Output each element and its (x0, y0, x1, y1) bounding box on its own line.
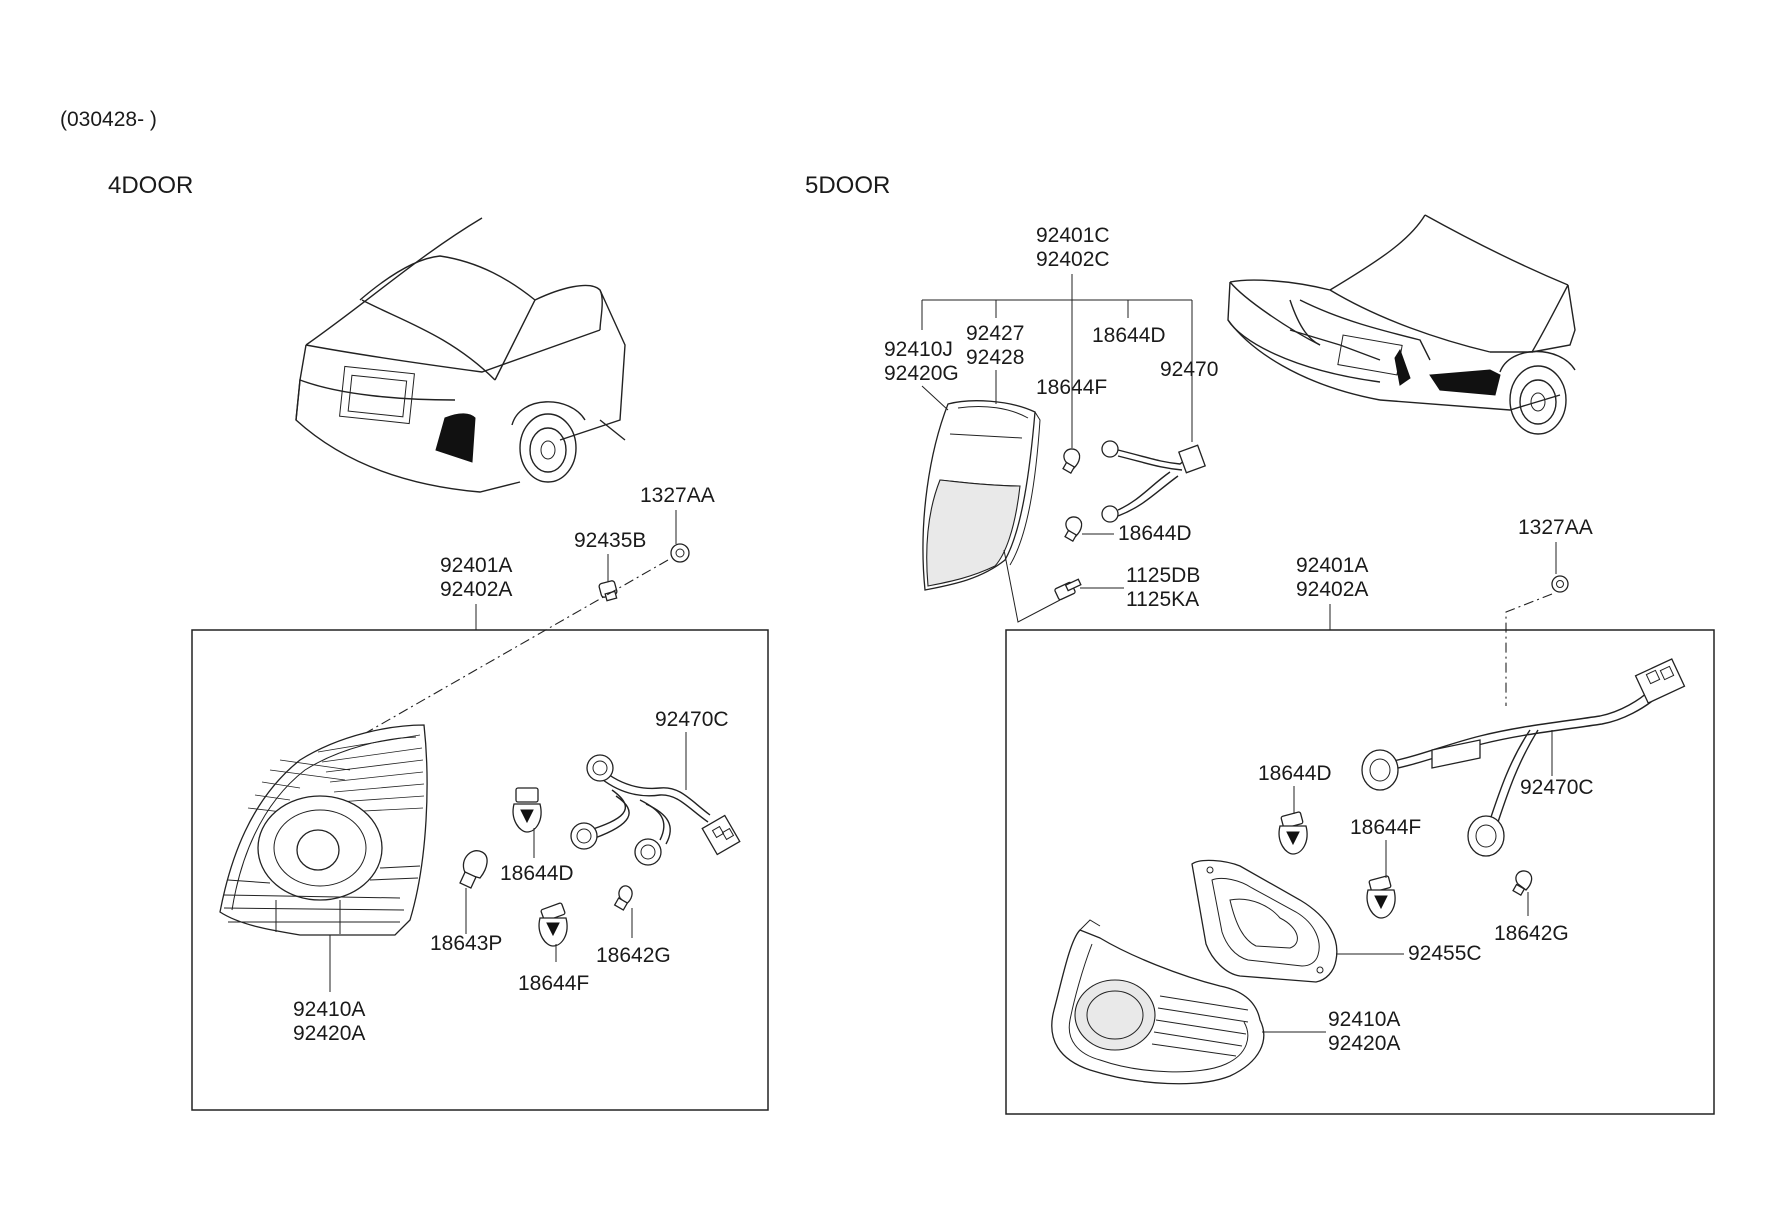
wiring-harness-92470-icon (1101, 440, 1206, 523)
label-18643p: 18643P (430, 932, 502, 955)
bulb-18644d-mid-icon (1064, 516, 1083, 542)
label-92435b: 92435B (574, 529, 646, 552)
assembly-box-5door (1005, 629, 1715, 1115)
label-1327aa-4door: 1327AA (640, 484, 715, 507)
label-92455c: 92455C (1408, 942, 1482, 965)
label-92420g: 92420G (884, 362, 959, 385)
label-92401c: 92401C (1036, 224, 1110, 247)
bulb-18642g-icon (613, 885, 633, 911)
section-title-4door: 4DOOR (108, 172, 193, 199)
label-1125db: 1125DB (1126, 564, 1200, 587)
label-92410j: 92410J (884, 338, 953, 361)
tail-lamp-5door-upper-icon (922, 400, 1041, 591)
bulb-18643p-icon (459, 850, 488, 889)
label-18644f-5door: 18644F (1350, 816, 1421, 839)
label-18642g-5door: 18642G (1494, 922, 1569, 945)
bulb-18644d-icon (512, 787, 542, 833)
wiring-harness-92470c-5door-icon (1361, 658, 1686, 857)
label-18644d-5door: 18644D (1258, 762, 1332, 785)
label-92402c: 92402C (1036, 248, 1110, 271)
section-title-5door: 5DOOR (805, 172, 890, 199)
nut-1327aa-5door-icon (1551, 575, 1569, 593)
label-18642g-4door: 18642G (596, 944, 671, 967)
mounting-line (349, 559, 669, 743)
label-18644d-4door: 18644D (500, 862, 574, 885)
label-92470: 92470 (1160, 358, 1218, 381)
bulb-18644d-5door-icon (1278, 811, 1308, 855)
bulb-18644f-top-icon (1062, 448, 1081, 474)
label-92420a-5door: 92420A (1328, 1032, 1400, 1055)
label-92420a-4door: 92420A (293, 1022, 365, 1045)
label-18644d-mid: 18644D (1118, 522, 1192, 545)
header-code: (030428- ) (60, 108, 157, 131)
nut-1327aa-icon (670, 543, 690, 563)
label-92402a-4door: 92402A (440, 578, 512, 601)
wiring-harness-92470c-icon (570, 754, 741, 866)
tail-lamp-5door-lower-icon (1051, 919, 1265, 1085)
bolt-92435b-icon (598, 580, 618, 602)
label-92402a-5door: 92402A (1296, 578, 1368, 601)
label-92401a-4door: 92401A (440, 554, 512, 577)
bulb-18644f-icon (538, 902, 568, 947)
tail-lamp-4door-icon (219, 724, 428, 936)
label-92410a-5door: 92410A (1328, 1008, 1400, 1031)
assembly-box-4door (191, 629, 769, 1111)
label-18644f-top: 18644F (1036, 376, 1107, 399)
label-1327aa-5door: 1327AA (1518, 516, 1593, 539)
label-18644d-top: 18644D (1092, 324, 1166, 347)
label-1125ka: 1125KA (1126, 588, 1199, 611)
label-92470c-5door: 92470C (1520, 776, 1594, 799)
label-92401a-5door: 92401A (1296, 554, 1368, 577)
bulb-18642g-5door-icon (1512, 870, 1533, 896)
label-92428: 92428 (966, 346, 1024, 369)
sedan-4door-illustration (295, 217, 626, 493)
label-92410a-4door: 92410A (293, 998, 365, 1021)
label-92470c-4door: 92470C (655, 708, 729, 731)
hatchback-5door-illustration (1227, 214, 1576, 435)
gasket-92455c-icon (1191, 859, 1338, 983)
screw-1125db-icon (1054, 578, 1082, 601)
bulb-18644f-5door-icon (1366, 875, 1396, 919)
label-18644f-4door: 18644F (518, 972, 589, 995)
label-92427: 92427 (966, 322, 1024, 345)
